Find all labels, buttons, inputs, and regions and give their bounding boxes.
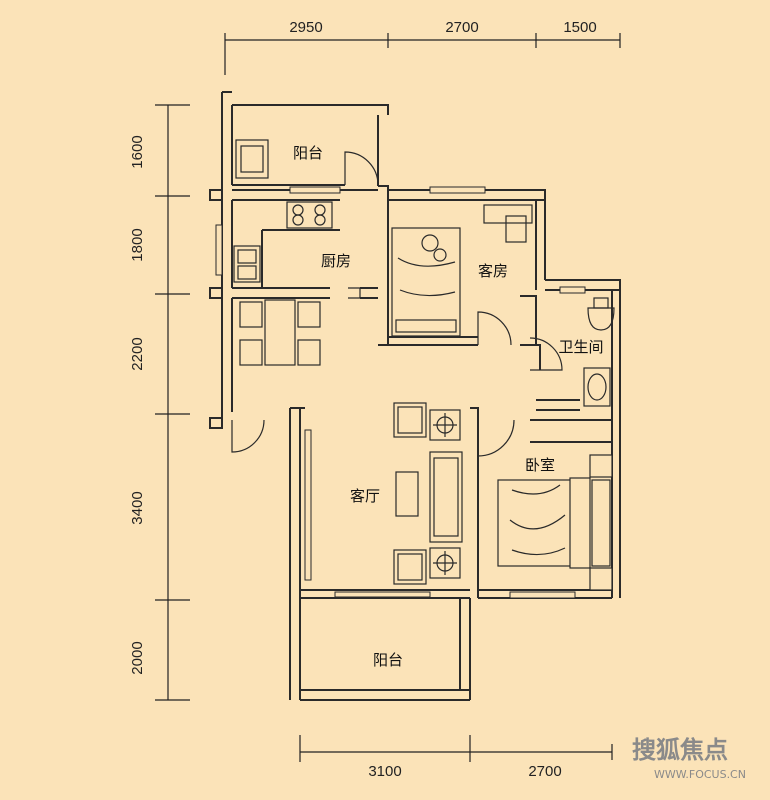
room-label-bathroom: 卫生间 [558,338,603,356]
sofa-icon [393,402,463,585]
windows [215,186,586,599]
watermark-brand: 搜狐焦点 [632,736,728,764]
toilet-icon [587,297,615,331]
guest-bed-icon [391,227,461,337]
top-dim-2: 2700 [445,19,478,36]
left-dim-3: 2200 [129,337,146,370]
room-label-guest-room: 客房 [478,262,508,280]
basin-icon [583,367,611,407]
watermark: 搜狐焦点 WWW.FOCUS.CN [632,736,746,781]
sink-icon [233,245,261,283]
washing-machine-icon [235,139,269,179]
bedroom-bed-icon [497,454,613,591]
bottom-dim-1: 3100 [368,763,401,780]
bottom-dim-2: 2700 [528,763,561,780]
room-label-balcony-bottom: 阳台 [373,651,403,669]
walls [209,91,621,701]
watermark-url: WWW.FOCUS.CN [654,768,746,781]
left-dim-4: 3400 [129,491,146,524]
coffee-table-icon [395,471,419,517]
room-label-bedroom: 卧室 [525,456,555,474]
left-dim-2: 1800 [129,228,146,261]
stove-icon [286,201,333,229]
side-table-icon [429,409,461,579]
left-dim-1: 1600 [129,135,146,168]
top-dim-1: 2950 [289,19,322,36]
bottom-dimension-line [299,735,613,762]
doors [231,151,563,457]
room-label-kitchen: 厨房 [321,252,351,270]
dining-table-icon [239,299,321,366]
room-label-balcony-top: 阳台 [293,144,323,162]
left-dimension-line [155,104,190,701]
left-dim-5: 2000 [129,641,146,674]
room-label-living-room: 客厅 [350,487,380,505]
top-dim-3: 1500 [563,19,596,36]
top-dimension-line [224,33,621,75]
desk-icon [483,204,533,243]
